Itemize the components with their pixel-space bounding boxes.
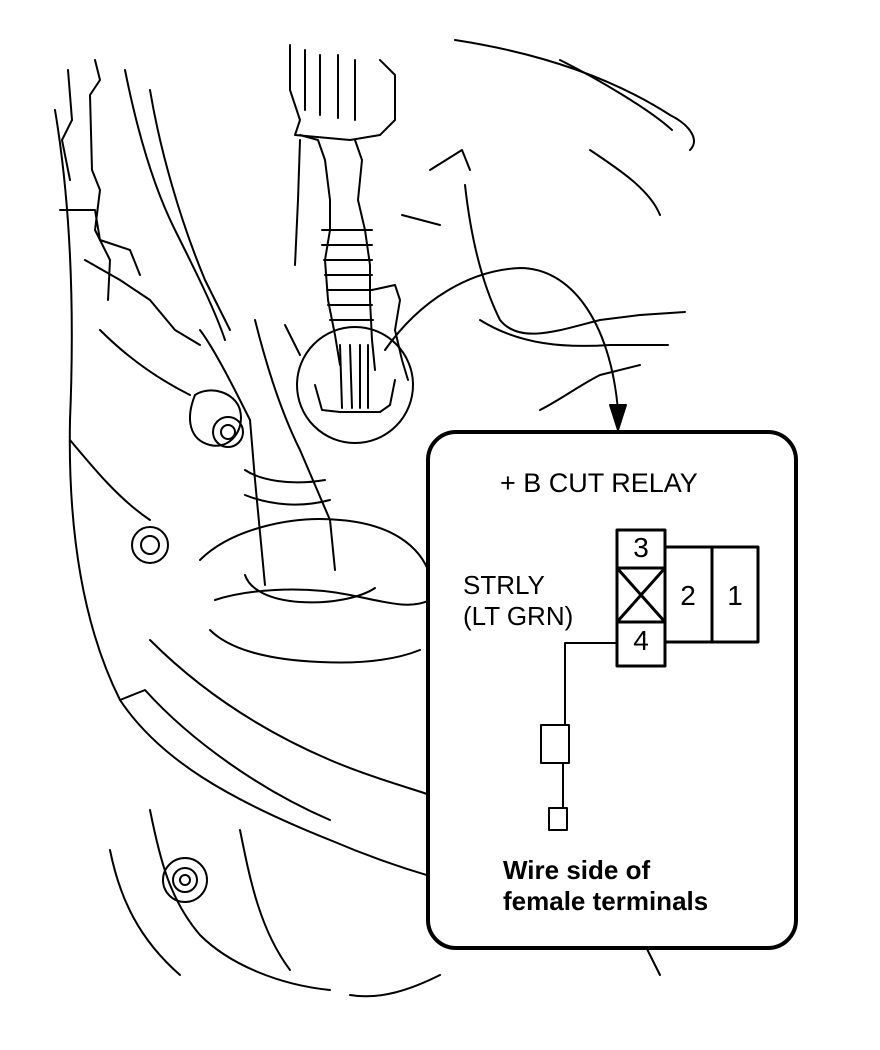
- callout-box: [426, 430, 798, 950]
- relay-connector-harness: [284, 44, 414, 444]
- pin-1-label: 1: [727, 580, 743, 611]
- pin-2-label: 2: [680, 580, 696, 611]
- pin-4-label: 4: [633, 625, 649, 656]
- pin-3-label: 3: [633, 532, 649, 563]
- callout-caption: Wire side of female terminals: [503, 855, 709, 916]
- shaft-assembly: [131, 319, 431, 903]
- wire-label: STRLY (LT GRN): [463, 570, 574, 631]
- connector-face: [615, 528, 760, 668]
- terminal-wire: [540, 642, 618, 831]
- engine-upper-right: [401, 39, 695, 411]
- leader-arrow: [384, 267, 627, 431]
- callout-title: + B CUT RELAY: [500, 468, 698, 498]
